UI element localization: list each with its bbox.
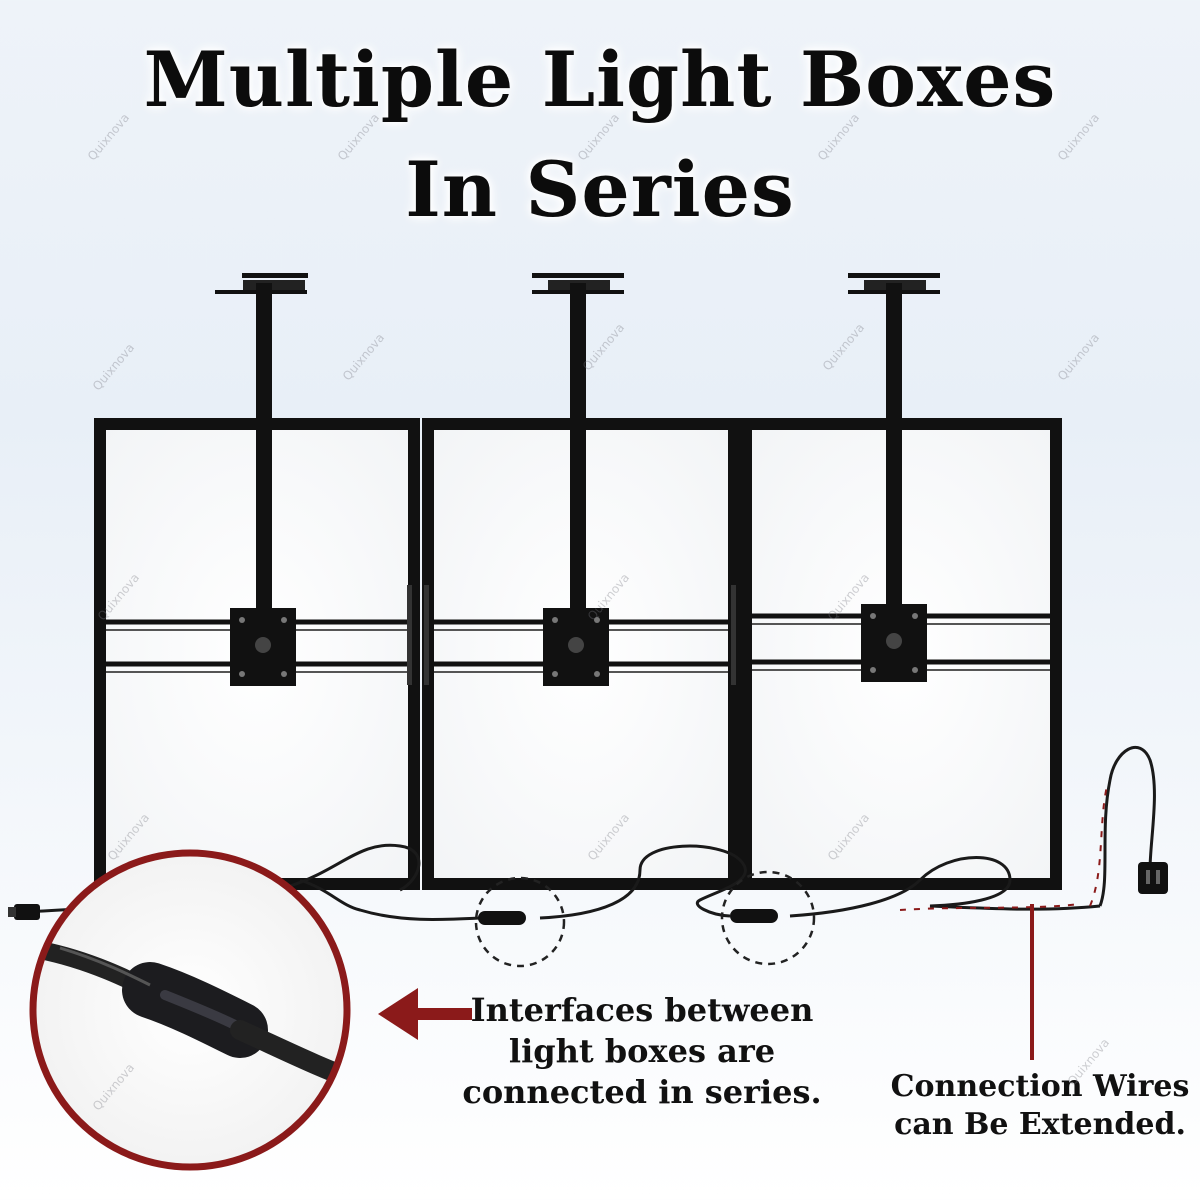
inline-connector-1 [478,911,526,925]
interfaces-caption-line-2: light boxes are [508,1031,776,1070]
headline-line-2: In Series [405,145,795,234]
interfaces-caption-line-1: Interfaces between [470,991,814,1029]
connector-highlight-1 [474,876,566,968]
power-plug-icon [8,904,40,920]
ceiling-mount-2 [532,273,624,686]
extend-caption: Connection Wires can Be Extended. [870,1068,1200,1145]
connector-zoom-view [29,849,351,1171]
inline-connector-2 [730,909,778,923]
left-arrow-icon [378,988,472,1040]
interfaces-caption: Interfaces between light boxes are conne… [452,990,832,1113]
ceiling-mount-3 [848,273,940,682]
wall-plug-icon [1138,862,1168,894]
headline-line-1: Multiple Light Boxes [143,35,1057,124]
extend-caption-line-2: can Be Extended. [894,1107,1186,1143]
ceiling-mount-1 [215,273,308,686]
connector-highlight-2 [720,870,816,966]
interfaces-caption-line-3: connected in series. [462,1072,822,1111]
extend-caption-line-1: Connection Wires [890,1069,1190,1104]
